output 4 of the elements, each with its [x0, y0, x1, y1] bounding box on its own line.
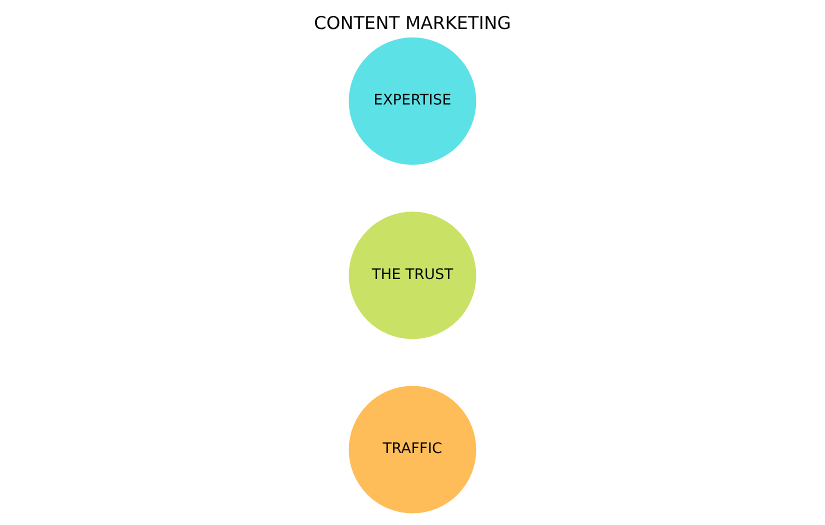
node-circle: EXPERTISE: [348, 37, 476, 165]
node-circle: THE TRUST: [348, 212, 476, 340]
node-circle: TRAFFIC: [348, 386, 476, 514]
diagram-title: CONTENT MARKETING: [314, 14, 512, 34]
